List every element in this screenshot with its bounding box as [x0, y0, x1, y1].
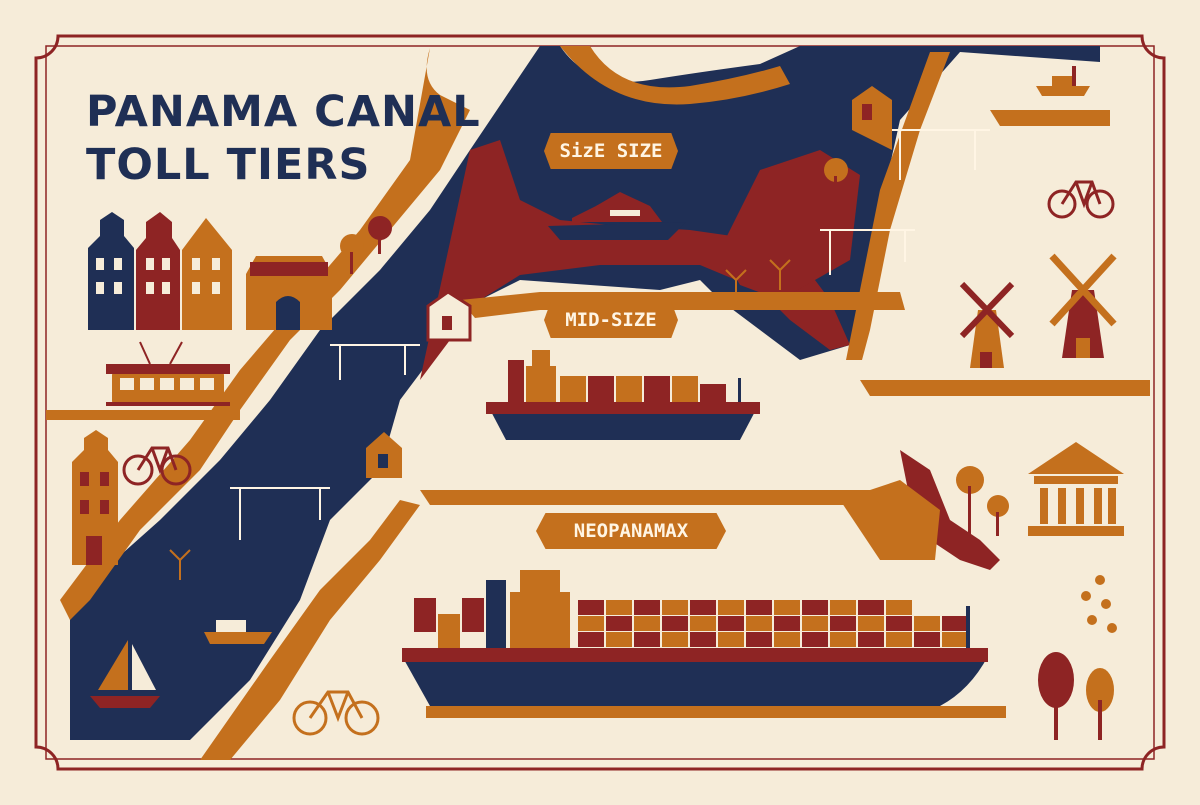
container-block: [662, 616, 688, 631]
container-block: [634, 616, 660, 631]
small-vessel-yacht: [548, 192, 686, 240]
container-block: [858, 616, 884, 631]
trees-left: [340, 216, 392, 274]
lock-towers: [366, 86, 892, 478]
container-block: [414, 598, 436, 632]
container-block: [690, 616, 716, 631]
title-line-2: TOLL TIERS: [86, 140, 371, 190]
boat-icon-top: [1036, 66, 1090, 96]
leaf-patterns: [169, 259, 889, 580]
page-title: PANAMA CANAL TOLL TIERS: [86, 86, 481, 192]
container-block: [746, 600, 772, 615]
container-block: [606, 616, 632, 631]
container-block: [662, 632, 688, 647]
container-block: [802, 600, 828, 615]
container-block: [914, 616, 940, 631]
container-block: [690, 600, 716, 615]
decorative-frame: [34, 34, 1166, 771]
container-block: [942, 616, 968, 631]
container-block: [718, 632, 744, 647]
tier-label-mid: MID-SIZE: [544, 302, 678, 338]
mid-vessel-ship: [486, 350, 760, 440]
container-block: [662, 600, 688, 615]
container-block: [830, 600, 856, 615]
container-block: [438, 614, 460, 648]
large-vessel-neopanamax: [402, 570, 1006, 718]
container-block: [690, 632, 716, 647]
windmill-icon-1: [959, 281, 1015, 368]
container-block: [830, 616, 856, 631]
bicycle-icon-left: [122, 446, 192, 486]
container-block: [746, 632, 772, 647]
container-block: [830, 632, 856, 647]
container-block: [942, 632, 968, 647]
container-block: [578, 632, 604, 647]
container-block: [802, 616, 828, 631]
title-line-1: PANAMA CANAL: [86, 87, 481, 137]
container-block: [718, 616, 744, 631]
container-block: [606, 600, 632, 615]
container-block: [578, 616, 604, 631]
bicycle-icon-bottom: [292, 690, 380, 736]
trees-right: [824, 158, 1114, 740]
container-block: [886, 632, 912, 647]
classical-building-icon: [1028, 442, 1124, 536]
container-block: [462, 598, 484, 632]
lock-gates: [230, 129, 990, 540]
container-block: [746, 616, 772, 631]
container-block: [914, 632, 940, 647]
sailboat-icon: [90, 640, 160, 708]
container-block: [774, 632, 800, 647]
container-block: [858, 600, 884, 615]
route-dots: [1081, 575, 1117, 633]
container-block: [718, 600, 744, 615]
canal-houses-cluster: [88, 212, 332, 330]
canal-house-lower: [72, 430, 118, 565]
container-block: [634, 632, 660, 647]
bicycle-icon-right: [1047, 180, 1115, 219]
container-block: [802, 632, 828, 647]
tier-label-large: NEOPANAMAX: [536, 513, 726, 549]
container-block: [886, 600, 912, 615]
container-block: [858, 632, 884, 647]
boat-icon-lower: [204, 620, 272, 644]
tram-icon: [106, 341, 230, 406]
container-block: [606, 632, 632, 647]
container-block: [774, 600, 800, 615]
container-block: [774, 616, 800, 631]
windmill-icon-2: [1049, 253, 1117, 358]
tier-label-small: SizE SIZE: [544, 133, 678, 169]
container-block: [578, 600, 604, 615]
container-block: [634, 600, 660, 615]
container-block: [886, 616, 912, 631]
